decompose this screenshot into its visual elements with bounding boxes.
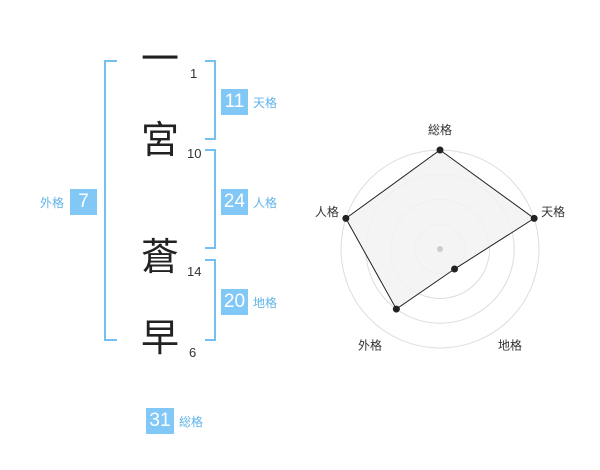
radar-axis-label-3: 地格: [498, 337, 522, 352]
radar-point-5: [342, 214, 350, 222]
chikaku-badge: 20 地格: [221, 289, 277, 315]
bracket-lines: [104, 60, 216, 341]
jinkaku-label: 人格: [253, 195, 278, 210]
radar-polygon: [345, 149, 536, 310]
radar-point-3: [451, 265, 459, 273]
soukaku-value: 31: [146, 408, 174, 434]
name-char-4: 早: [140, 316, 179, 360]
gaikaku-label: 外格: [40, 195, 65, 210]
gaikaku-bracket: [104, 60, 117, 341]
radar-point-4: [392, 305, 400, 313]
jinkaku-bracket: [205, 149, 216, 249]
name-char-3: 蒼: [140, 235, 179, 279]
radar-axis-label-5: 人格: [315, 204, 339, 219]
name-char-1: 一: [140, 37, 179, 81]
gaikaku-badge: 外格 7: [40, 189, 98, 215]
soukaku-label: 総格: [179, 414, 204, 429]
jinkaku-value: 24: [221, 189, 248, 215]
stroke-count-3: 14: [187, 264, 202, 279]
radar-point-2: [530, 214, 538, 222]
radar-axis-label-1: 総格: [428, 122, 452, 137]
chikaku-label: 地格: [253, 295, 278, 310]
radar-axis-label-4: 外格: [358, 337, 382, 352]
gaikaku-value: 7: [70, 189, 98, 215]
tenkaku-value: 11: [221, 89, 248, 115]
radar-center-dot: [437, 246, 443, 252]
radar-axis-label-2: 天格: [541, 204, 565, 219]
tenkaku-label: 天格: [253, 95, 278, 110]
chikaku-value: 20: [221, 289, 248, 315]
stroke-count-4: 6: [189, 345, 197, 360]
stroke-count-1: 1: [190, 66, 198, 81]
stroke-count-2: 10: [187, 146, 202, 161]
tenkaku-bracket: [205, 60, 216, 140]
soukaku-badge: 31 総格: [146, 408, 203, 434]
tenkaku-badge: 11 天格: [221, 89, 277, 115]
chikaku-bracket: [205, 259, 216, 341]
jinkaku-badge: 24 人格: [221, 189, 277, 215]
radar-point-1: [436, 146, 444, 154]
name-char-2: 宮: [140, 118, 179, 162]
